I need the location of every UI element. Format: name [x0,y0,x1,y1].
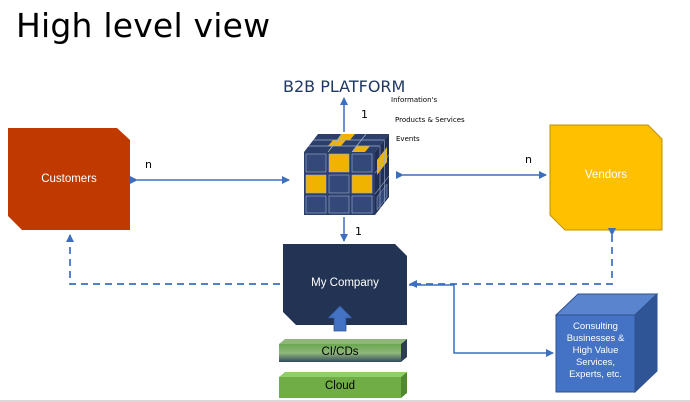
customers-box [8,128,130,230]
platform-item-information: Information's [391,96,438,104]
consulting-label: Consulting Businesses & High Value Servi… [556,321,635,381]
vendors-multiplicity: n [525,153,532,166]
my-company-box [283,244,407,325]
company-consulting-connector [409,284,554,357]
platform-item-events: Events [396,135,420,143]
consulting-label-line: High Value [572,345,619,356]
cloud-label: Cloud [324,380,356,392]
consulting-box [554,292,659,394]
upload-arrow-icon [327,305,353,332]
company-customers-dashed-connector [66,234,280,285]
consulting-label-line: Experts, etc. [569,369,622,380]
customers-label: Customers [41,173,97,185]
platform-item-products: Products & Services [395,116,465,124]
consulting-label-line: Services, [575,357,616,368]
cloud-bar [279,372,407,398]
cicd-bar [279,339,407,362]
consulting-label-line: Consulting [573,321,618,332]
vendors-company-dashed-connector [409,228,616,288]
cicd-label: CI/CDs [321,346,359,358]
consulting-label-line: Businesses & [566,333,625,344]
my-company-label: My Company [311,277,379,289]
page-title: High level view [16,6,271,45]
platform-title: B2B PLATFORM [283,77,406,96]
b2b-platform-cube-icon [304,133,390,215]
vendors-box [549,124,663,231]
vendors-label: Vendors [584,169,628,181]
slide-bottom-divider [0,400,690,402]
customers-multiplicity: n [145,158,152,171]
platform-top-multiplicity: 1 [361,108,368,121]
platform-bottom-multiplicity: 1 [355,225,362,238]
